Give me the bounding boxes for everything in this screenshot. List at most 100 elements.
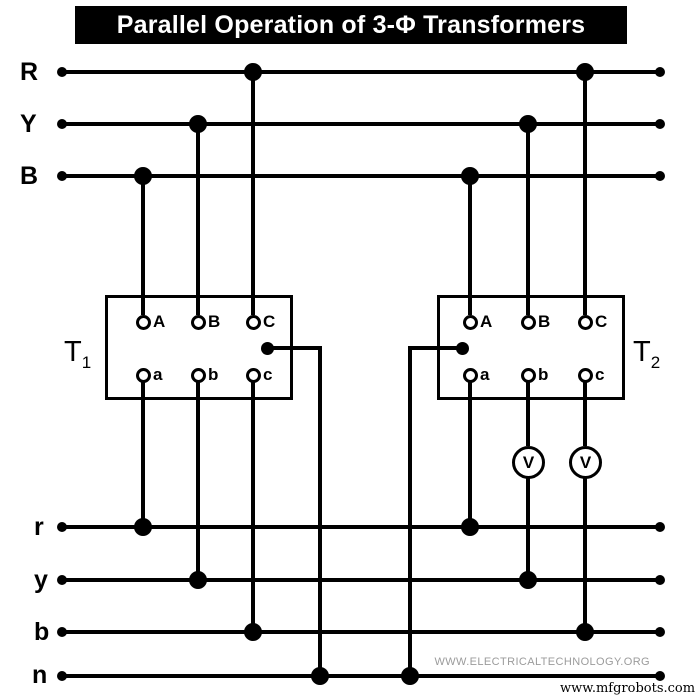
wire-t1-neutral-vertical (318, 346, 322, 676)
t1-terminal-primary-c (246, 315, 261, 330)
primary-bus-label-b: B (20, 162, 39, 190)
wire-t1-primary-a (141, 176, 145, 315)
t2-terminal-label-secondary-c: c (595, 365, 605, 384)
t1-terminal-secondary-b (191, 368, 206, 383)
junction-dot (461, 518, 479, 536)
wire-t1-secondary-a (141, 382, 145, 527)
transformer-t1-name: T (64, 336, 82, 368)
junction-dot (461, 167, 479, 185)
t2-terminal-primary-a (463, 315, 478, 330)
transformer-t1-box (105, 295, 293, 400)
t2-terminal-secondary-b (521, 368, 536, 383)
t2-terminal-primary-c (578, 315, 593, 330)
wire-t2-secondary-c-upper (583, 382, 587, 446)
wire-t2-neutral-horizontal (408, 346, 463, 350)
junction-dot (189, 115, 207, 133)
primary-bus-label-r: R (20, 58, 39, 86)
wire-t1-secondary-c (251, 382, 255, 632)
watermark-site: WWW.ELECTRICALTECHNOLOGY.ORG (434, 656, 650, 668)
transformer-t2-box (437, 295, 625, 400)
junction-dot (519, 115, 537, 133)
t1-terminal-label-primary-b: B (208, 312, 221, 331)
wire-t1-primary-c (251, 72, 255, 315)
t2-terminal-primary-b (521, 315, 536, 330)
bus-endpoint-dot (655, 67, 665, 77)
t1-terminal-label-primary-a: A (153, 312, 166, 331)
title-text: Parallel Operation of 3-Φ Transformers (116, 10, 586, 39)
junction-dot (576, 63, 594, 81)
bus-endpoint-dot (57, 671, 67, 681)
bus-endpoint-dot (655, 522, 665, 532)
t2-terminal-secondary-a (463, 368, 478, 383)
t2-terminal-label-primary-b: B (538, 312, 551, 331)
t1-terminal-secondary-a (136, 368, 151, 383)
junction-dot (311, 667, 329, 685)
bus-endpoint-dot (57, 119, 67, 129)
bus-endpoint-dot (57, 171, 67, 181)
wire-t2-secondary-b-lower (526, 478, 530, 580)
secondary-bus-label-b: b (34, 618, 50, 646)
junction-dot (519, 571, 537, 589)
secondary-bus-y (62, 578, 660, 582)
bus-endpoint-dot (655, 171, 665, 181)
voltmeter-1-label: V (522, 452, 535, 472)
t1-neutral-point-dot (261, 342, 274, 355)
junction-dot (189, 571, 207, 589)
junction-dot (244, 623, 262, 641)
wire-t2-primary-a (468, 176, 472, 315)
transformer-t2-name: T (633, 336, 651, 368)
title-bar: Parallel Operation of 3-Φ Transformers (75, 6, 627, 44)
secondary-bus-label-n: n (32, 661, 48, 689)
junction-dot (134, 167, 152, 185)
secondary-bus-label-y: y (34, 566, 48, 594)
bus-endpoint-dot (655, 627, 665, 637)
secondary-bus-n (62, 674, 660, 678)
t2-terminal-secondary-c (578, 368, 593, 383)
bus-endpoint-dot (57, 627, 67, 637)
wire-t2-secondary-c-lower (583, 478, 587, 632)
secondary-bus-b (62, 630, 660, 634)
secondary-bus-r (62, 525, 660, 529)
t2-terminal-label-primary-a: A (480, 312, 493, 331)
wire-t1-primary-b (196, 124, 200, 315)
bus-endpoint-dot (57, 575, 67, 585)
voltmeter-2: V (569, 446, 602, 479)
wire-t2-primary-c (583, 72, 587, 315)
bus-endpoint-dot (655, 575, 665, 585)
transformer-t2-label: T2 (633, 336, 660, 379)
bus-endpoint-dot (57, 67, 67, 77)
voltmeter-2-label: V (579, 452, 592, 472)
t1-terminal-label-secondary-a: a (153, 365, 163, 384)
bus-endpoint-dot (655, 119, 665, 129)
wire-t2-secondary-b-upper (526, 382, 530, 446)
wire-t2-neutral-vertical (408, 346, 412, 676)
junction-dot (244, 63, 262, 81)
watermark-footer: www.mfgrobots.com (560, 681, 696, 696)
transformer-t2-subscript: 2 (650, 352, 661, 372)
t2-neutral-point-dot (456, 342, 469, 355)
primary-bus-b (62, 174, 660, 178)
t1-terminal-primary-a (136, 315, 151, 330)
transformer-t1-subscript: 1 (81, 352, 92, 372)
bus-endpoint-dot (655, 671, 665, 681)
voltmeter-1: V (512, 446, 545, 479)
wire-t2-secondary-a (468, 382, 472, 527)
t1-terminal-label-secondary-b: b (208, 365, 219, 384)
t2-terminal-label-secondary-b: b (538, 365, 549, 384)
t1-terminal-secondary-c (246, 368, 261, 383)
t1-terminal-label-primary-c: C (263, 312, 276, 331)
junction-dot (576, 623, 594, 641)
primary-bus-label-y: Y (20, 110, 37, 138)
transformer-t1-label: T1 (64, 336, 91, 379)
wire-t1-secondary-b (196, 382, 200, 580)
t2-terminal-label-primary-c: C (595, 312, 608, 331)
bus-endpoint-dot (57, 522, 67, 532)
primary-bus-r (62, 70, 660, 74)
wire-t1-neutral-horizontal (267, 346, 322, 350)
junction-dot (134, 518, 152, 536)
t1-terminal-label-secondary-c: c (263, 365, 273, 384)
junction-dot (401, 667, 419, 685)
wire-t2-primary-b (526, 124, 530, 315)
t2-terminal-label-secondary-a: a (480, 365, 490, 384)
